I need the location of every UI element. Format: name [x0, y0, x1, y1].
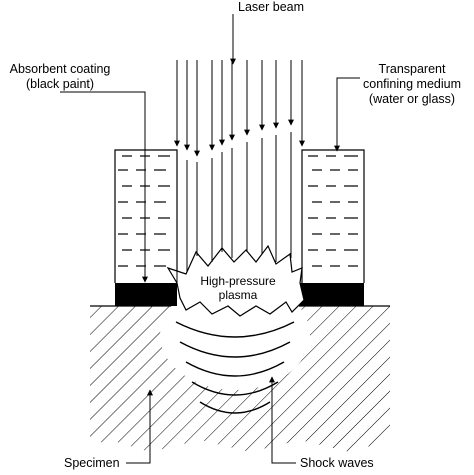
coating-right	[298, 283, 364, 306]
specimen-pointer	[126, 389, 153, 464]
plasma-line2: plasma	[218, 288, 258, 302]
transparent-medium-label: Transparent confining medium (water or g…	[350, 62, 474, 107]
transparent-line3: (water or glass)	[368, 92, 456, 106]
medium-pointer	[334, 77, 360, 152]
shock-waves	[175, 321, 295, 414]
plasma-line1: High-pressure	[200, 274, 276, 288]
shock-waves-label: Shock waves	[300, 456, 374, 470]
absorbent-coating-line1: Absorbent coating	[9, 62, 111, 76]
coating-left	[115, 283, 177, 306]
absorbent-coating-label: Absorbent coating (black paint)	[0, 62, 120, 92]
specimen-label: Specimen	[64, 456, 120, 470]
medium-lines-left	[118, 155, 170, 267]
laser-rays	[174, 60, 305, 283]
transparent-line2: confining medium	[363, 77, 461, 91]
shock-waves-pointer	[269, 376, 296, 464]
transparent-line1: Transparent	[378, 62, 446, 76]
medium-lines-right	[308, 155, 358, 267]
coating-pointer	[60, 91, 148, 283]
plasma-label: High-pressure plasma	[188, 274, 288, 302]
absorbent-coating-line2: (black paint)	[25, 77, 95, 91]
laser-beam-label: Laser beam	[238, 0, 305, 14]
